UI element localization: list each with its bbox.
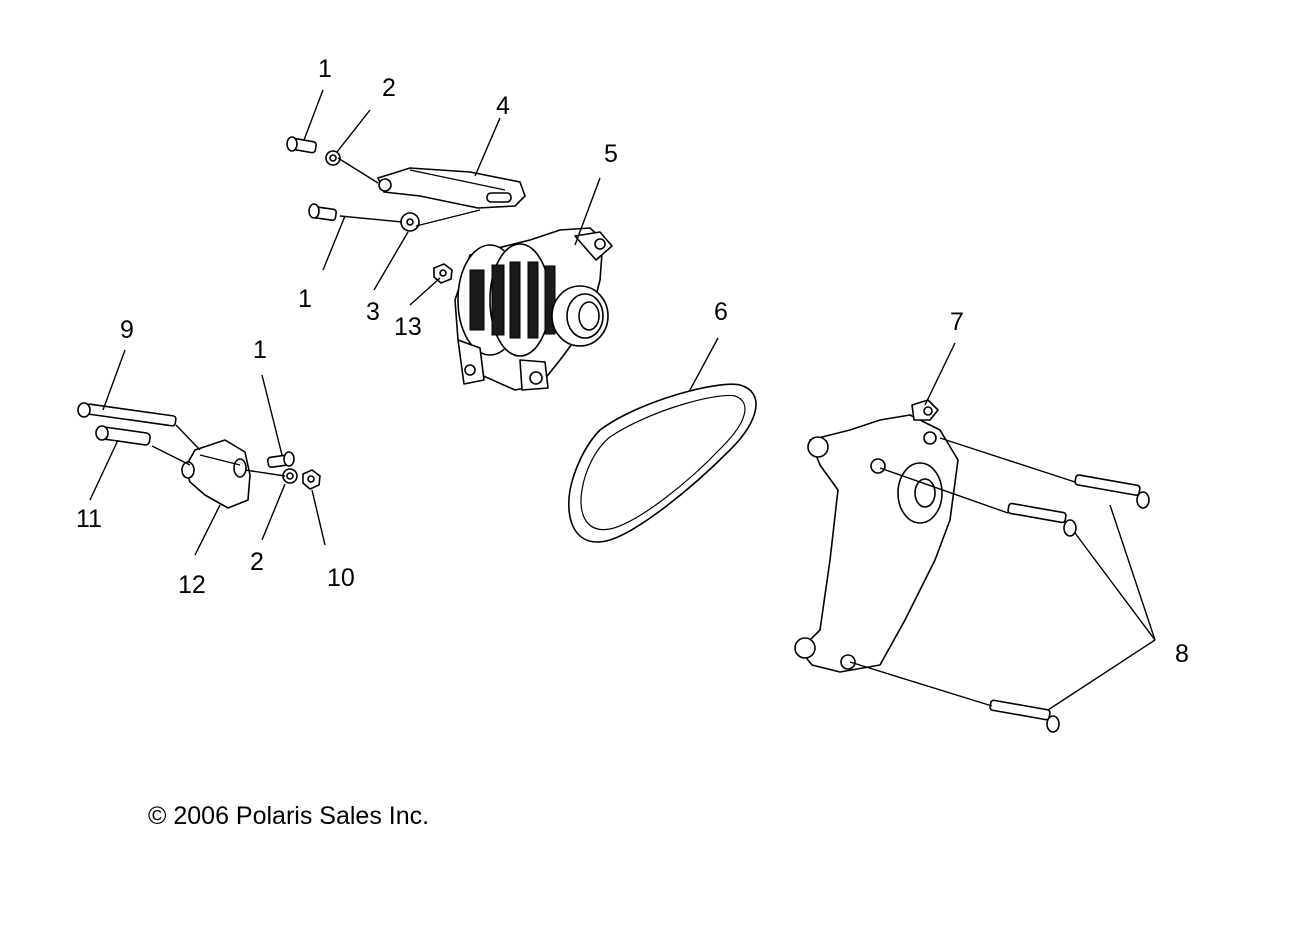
callout-8: 8 — [1175, 640, 1189, 668]
callout-12: 12 — [178, 571, 206, 599]
callout-5: 5 — [604, 140, 618, 168]
leader-lines — [89, 89, 1156, 711]
part-2-washer-top — [325, 150, 341, 166]
part-1-bolt-lower — [267, 451, 295, 469]
part-8-bolt-c — [989, 699, 1060, 733]
copyright-notice: © 2006 Polaris Sales Inc. — [148, 802, 429, 830]
part-12-tensioner — [181, 439, 251, 509]
callout-1-lower: 1 — [253, 336, 267, 364]
callout-10: 10 — [327, 564, 355, 592]
part-6-belt — [568, 383, 757, 543]
callout-4: 4 — [496, 92, 510, 120]
part-1-bolt-top — [286, 136, 317, 154]
callout-1-top: 1 — [318, 55, 332, 83]
callout-2-lower: 2 — [250, 548, 264, 576]
callout-1-middle: 1 — [298, 285, 312, 313]
callout-2-top: 2 — [382, 74, 396, 102]
part-2-washer-lower — [282, 468, 298, 484]
part-8-bolt-b — [1007, 502, 1077, 537]
part-10-nut — [302, 469, 321, 490]
callout-9: 9 — [120, 316, 134, 344]
callout-3: 3 — [366, 298, 380, 326]
callout-7: 7 — [950, 308, 964, 336]
part-3-washer — [400, 212, 420, 232]
part-7-mount-bracket — [794, 399, 959, 673]
part-11-sleeve — [95, 425, 151, 446]
part-13-nut — [433, 263, 453, 284]
part-8-bolt-a — [1074, 474, 1150, 509]
part-5-alternator — [454, 227, 613, 391]
callout-6: 6 — [714, 298, 728, 326]
callout-13: 13 — [394, 313, 422, 341]
part-4-bracket — [377, 167, 526, 209]
part-1-bolt-middle — [308, 203, 337, 222]
callout-11: 11 — [76, 505, 102, 533]
part-9-bolt — [77, 402, 177, 427]
